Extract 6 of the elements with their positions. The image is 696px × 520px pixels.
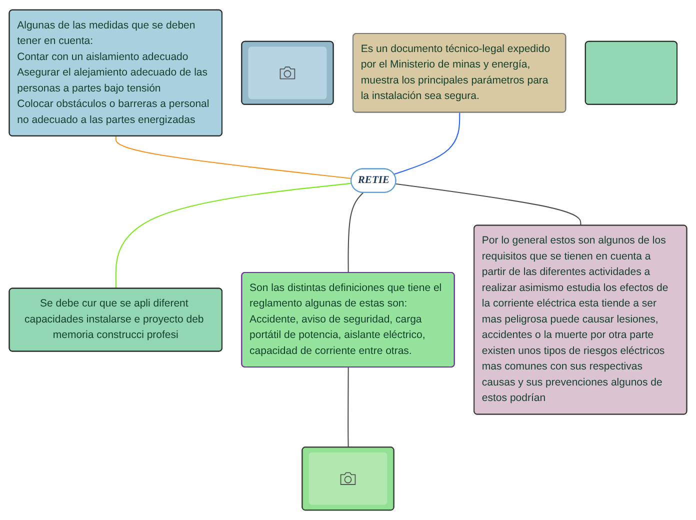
connector	[396, 183, 582, 226]
connector	[348, 367, 349, 448]
connector	[115, 182, 352, 289]
connector	[394, 112, 460, 175]
connector	[115, 136, 352, 179]
connector	[348, 192, 364, 273]
